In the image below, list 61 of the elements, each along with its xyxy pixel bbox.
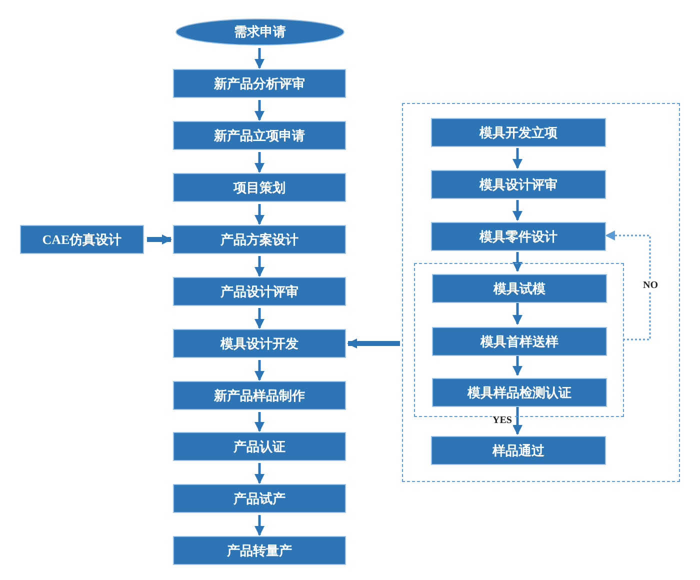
arrow <box>605 230 651 340</box>
arrow <box>147 234 172 244</box>
arrow <box>512 200 522 221</box>
arrow <box>254 360 264 381</box>
step-label: 样品通过 <box>492 442 544 460</box>
process-box <box>173 484 346 513</box>
process-box <box>432 327 607 356</box>
step-label: 模具首样送样 <box>480 334 558 350</box>
start-ellipse <box>175 18 345 46</box>
step-label: 新产品分析评审 <box>214 76 305 92</box>
step-label: 模具零件设计 <box>480 228 558 246</box>
process-box <box>173 536 346 565</box>
step-label: 产品试产 <box>234 490 286 508</box>
step-label: 需求申请 <box>234 24 286 41</box>
arrow <box>254 256 264 277</box>
process-box <box>173 121 346 150</box>
step-label: 产品转量产 <box>227 542 292 560</box>
step-label: 模具样品检测认证 <box>468 384 572 402</box>
edge-label: NO <box>642 280 659 290</box>
arrow <box>254 463 264 484</box>
edge-label: YES <box>492 414 513 426</box>
process-box <box>173 69 346 98</box>
arrow <box>512 356 522 376</box>
arrow <box>254 515 264 536</box>
process-box <box>20 225 144 254</box>
process-box <box>173 381 346 410</box>
arrow <box>512 252 522 272</box>
step-label: 模具设计开发 <box>220 336 298 352</box>
arrow <box>512 407 522 435</box>
dashed-group-box <box>402 103 680 482</box>
process-box <box>431 170 606 199</box>
step-label: 模具试模 <box>494 280 546 298</box>
step-label: 模具开发立项 <box>480 124 558 142</box>
process-box <box>432 274 607 303</box>
step-label: 产品方案设计 <box>220 232 298 248</box>
process-box <box>173 329 346 358</box>
arrow <box>254 412 264 432</box>
arrow <box>512 148 522 169</box>
step-label: 产品设计评审 <box>220 284 298 300</box>
arrow <box>254 48 264 69</box>
arrow <box>254 152 264 173</box>
step-label: CAE仿真设计 <box>42 230 122 248</box>
dashed-group-box <box>414 263 624 417</box>
step-label: 产品认证 <box>234 438 286 456</box>
arrow <box>254 204 264 225</box>
process-box <box>173 277 346 306</box>
process-box <box>431 118 606 147</box>
arrow <box>254 308 264 329</box>
process-box <box>431 222 606 251</box>
step-label: 模具设计评审 <box>480 176 558 194</box>
process-box <box>432 378 607 407</box>
arrow <box>347 338 400 348</box>
step-label: 新产品样品制作 <box>214 388 305 404</box>
process-box <box>431 436 606 465</box>
arrow <box>254 100 264 121</box>
process-box <box>173 173 346 202</box>
process-box <box>173 432 346 461</box>
step-label: 项目策划 <box>234 180 286 196</box>
arrow <box>512 303 522 325</box>
step-label: 新产品立项申请 <box>214 128 305 144</box>
process-box <box>173 225 346 254</box>
